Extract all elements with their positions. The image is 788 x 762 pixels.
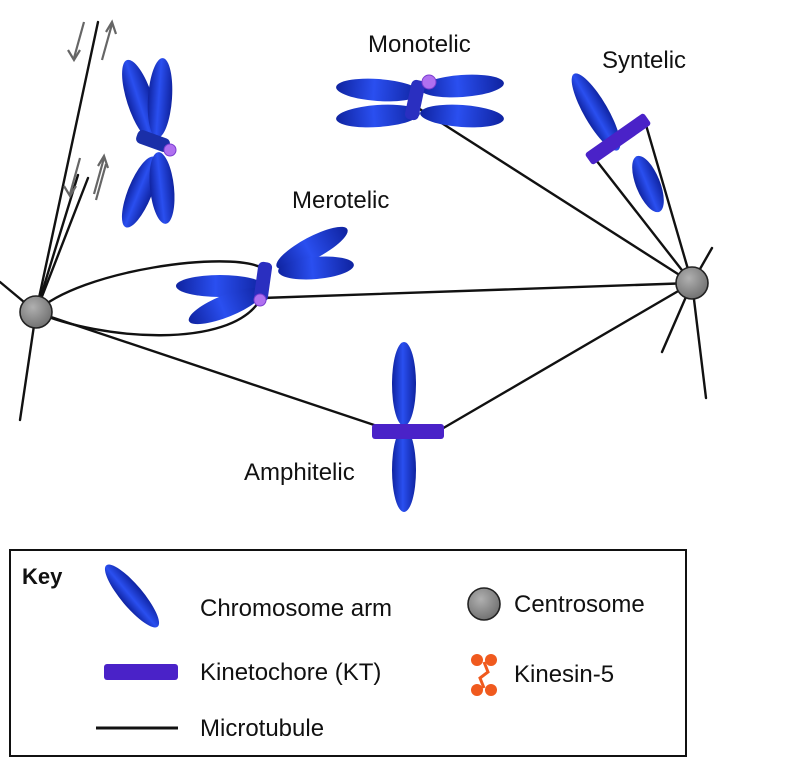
key-legend: Key Chromosome arm Kinetochore (KT) Micr… — [9, 549, 687, 757]
label-merotelic: Merotelic — [292, 187, 389, 214]
right-centrosome — [675, 266, 709, 300]
kinesin-sliding-arrows — [63, 19, 118, 201]
key-centrosome: Centrosome — [514, 591, 645, 618]
syntelic-chromosome — [571, 73, 664, 213]
key-title: Key — [22, 564, 63, 589]
label-syntelic: Syntelic — [602, 47, 686, 74]
monotelic-chromosome — [336, 74, 504, 128]
key-chromosome-arm: Chromosome arm — [200, 595, 392, 622]
unattached-chromosome — [121, 58, 177, 228]
label-monotelic: Monotelic — [368, 31, 471, 58]
kinesin5-swatch — [471, 654, 497, 696]
label-amphitelic: Amphitelic — [244, 459, 355, 486]
key-kinesin5: Kinesin-5 — [514, 661, 614, 688]
key-kinetochore: Kinetochore (KT) — [200, 659, 381, 686]
left-centrosome — [19, 295, 53, 329]
kinetochore-swatch — [104, 664, 178, 680]
amphitelic-chromosome — [372, 342, 444, 512]
merotelic-chromosome — [176, 226, 354, 325]
chromosome-arm-swatch — [104, 564, 160, 628]
centrosome-swatch — [467, 587, 501, 621]
key-microtubule: Microtubule — [200, 715, 324, 742]
